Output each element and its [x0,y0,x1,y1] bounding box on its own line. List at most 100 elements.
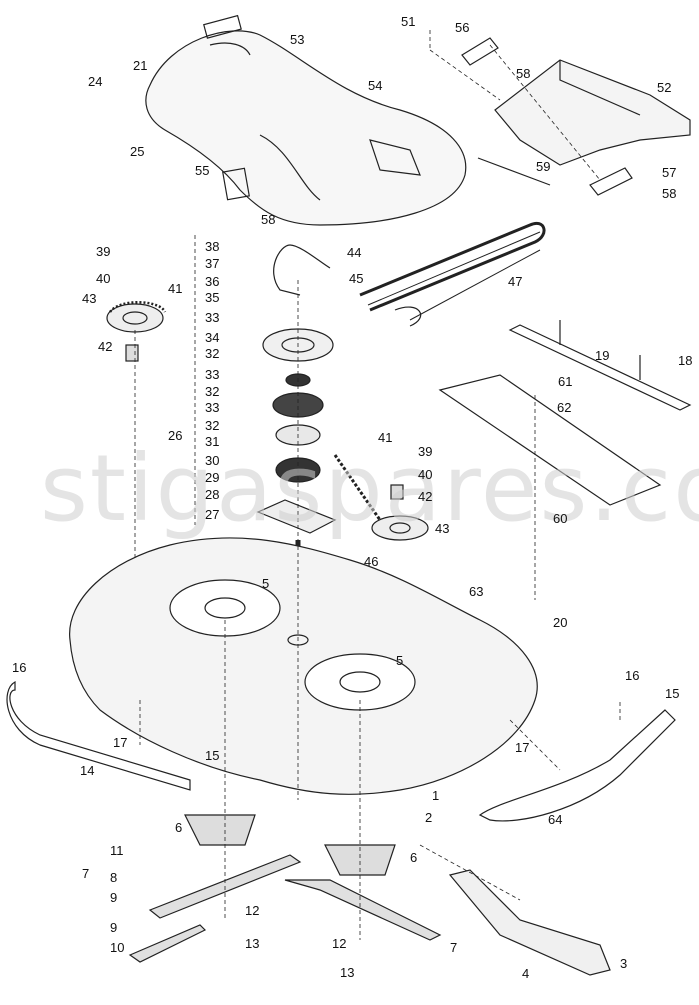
callout-43: 43 [82,291,96,306]
callout-28: 28 [205,487,219,502]
callout-42: 42 [418,489,432,504]
callout-14: 14 [80,763,94,778]
callout-33: 33 [205,400,219,415]
callout-16: 16 [12,660,26,675]
mower-deck [69,537,538,795]
callout-31: 31 [205,434,219,449]
callout-64: 64 [548,812,562,827]
callout-62: 62 [557,400,571,415]
small-bracket-top [461,37,499,66]
callout-35: 35 [205,290,219,305]
discharge-chute [448,869,611,976]
idler-pulley-right [371,515,429,541]
callout-53: 53 [290,32,304,47]
tension-spring [273,244,331,296]
callout-46: 46 [364,554,378,569]
callout-9: 9 [110,920,117,935]
callout-58: 58 [516,66,530,81]
callout-61: 61 [558,374,572,389]
callout-58: 58 [662,186,676,201]
callout-12: 12 [245,903,259,918]
callout-26: 26 [168,428,182,443]
cover-vents [203,14,242,39]
callout-47: 47 [508,274,522,289]
rear-bumper-right [478,709,676,822]
belt-chain-right [333,454,382,521]
callout-19: 19 [595,348,609,363]
callout-13: 13 [245,936,259,951]
callout-27: 27 [205,507,219,522]
spindle-housing-left [184,814,256,846]
callout-8: 8 [110,870,117,885]
callout-7: 7 [82,866,89,881]
callout-51: 51 [401,14,415,29]
callout-57: 57 [662,165,676,180]
callout-41: 41 [378,430,392,445]
callout-39: 39 [96,244,110,259]
callout-33: 33 [205,367,219,382]
callout-40: 40 [96,271,110,286]
pivot-rod [477,157,551,186]
callout-6: 6 [410,850,417,865]
idler-pulley-left [106,303,164,333]
baffle-plate [438,374,662,506]
callout-32: 32 [205,418,219,433]
callout-52: 52 [657,80,671,95]
callout-60: 60 [553,511,567,526]
callout-7: 7 [450,940,457,955]
callout-55: 55 [195,163,209,178]
callout-30: 30 [205,453,219,468]
callout-24: 24 [88,74,102,89]
deck-cover [145,30,467,226]
callout-38: 38 [205,239,219,254]
callout-56: 56 [455,20,469,35]
callout-40: 40 [418,467,432,482]
small-bracket-lower [589,167,633,196]
callout-37: 37 [205,256,219,271]
callout-1: 1 [432,788,439,803]
callout-12: 12 [332,936,346,951]
spacer-right [390,484,404,500]
callout-29: 29 [205,470,219,485]
callout-25: 25 [130,144,144,159]
callout-20: 20 [553,615,567,630]
callout-11: 11 [110,843,124,858]
hanger-plate [222,167,250,201]
callout-4: 4 [522,966,529,981]
callout-21: 21 [133,58,147,73]
callout-15: 15 [665,686,679,701]
callout-18: 18 [678,353,692,368]
base-plate [256,499,337,534]
callout-54: 54 [368,78,382,93]
callout-44: 44 [347,245,361,260]
callout-5: 5 [396,653,403,668]
callout-2: 2 [425,810,432,825]
callout-34: 34 [205,330,219,345]
callout-10: 10 [110,940,124,955]
callout-45: 45 [349,271,363,286]
callout-39: 39 [418,444,432,459]
callout-16: 16 [625,668,639,683]
drive-belt [359,221,546,312]
cover-warning-label [369,139,421,176]
belt-segment-left [108,301,167,313]
callout-3: 3 [620,956,627,971]
callout-42: 42 [98,339,112,354]
callout-17: 17 [515,740,529,755]
spacer-left [125,344,139,362]
callout-59: 59 [536,159,550,174]
callout-36: 36 [205,274,219,289]
blade-right [284,879,442,941]
spindle-housing-right [324,844,396,876]
front-bumper-left [6,680,191,791]
callout-17: 17 [113,735,127,750]
callout-43: 43 [435,521,449,536]
support-bar [508,324,692,411]
callout-41: 41 [168,281,182,296]
callout-6: 6 [175,820,182,835]
mount-bracket [494,59,691,166]
callout-15: 15 [205,748,219,763]
